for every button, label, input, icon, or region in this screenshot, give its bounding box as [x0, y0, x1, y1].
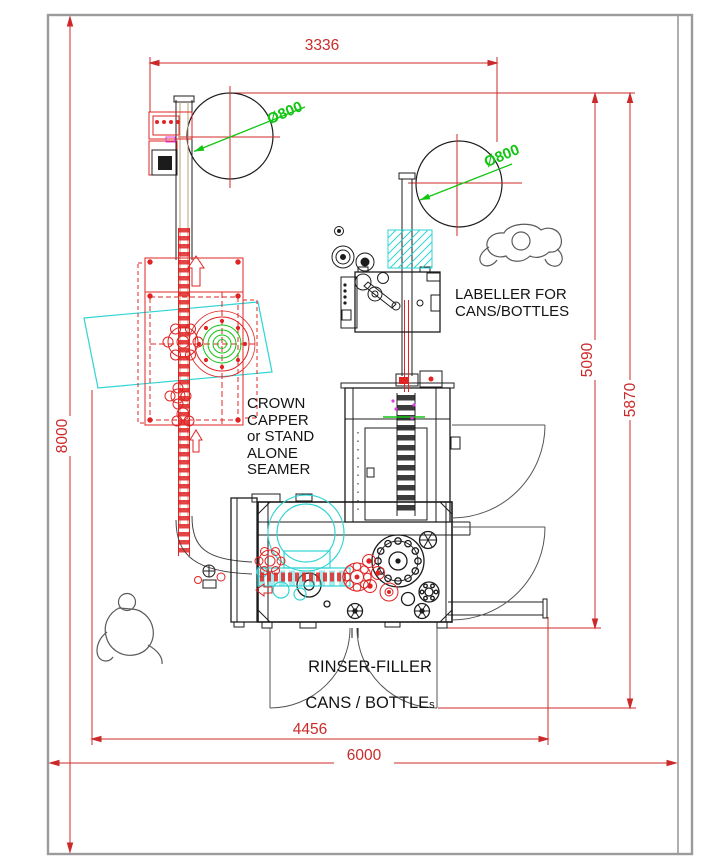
cap-feeder — [148, 111, 193, 176]
transfer-conveyor-curve — [175, 515, 253, 575]
dim-top-width-label: 3336 — [292, 38, 352, 54]
filler-red-wheels — [254, 376, 434, 602]
dim-bottom-inner-width-label: 4456 — [280, 722, 340, 738]
dim-left-height-label: 8000 — [54, 416, 71, 456]
dim-right-outer-height-label: 5870 — [622, 380, 639, 420]
crown-capper — [137, 255, 258, 453]
labeller-infeed-guard — [387, 229, 433, 269]
rinser-filler-label-suffix: s — [429, 699, 435, 711]
door-swing-arcs — [269, 424, 546, 709]
labeller-machine — [331, 172, 441, 392]
buffer-table-2 — [408, 134, 522, 236]
capper-platform — [83, 301, 273, 389]
operator-figure-top — [479, 223, 563, 267]
rinser-filler-label: RINSER-FILLER CANS / BOTTLEs — [288, 640, 452, 732]
dim-bottom-outer-width-label: 6000 — [334, 748, 394, 764]
rinser-filler-label-line1: RINSER-FILLER — [308, 658, 432, 676]
room-boundary — [46, 13, 694, 856]
rinser-filler-label-line2: CANS / BOTTLEs — [305, 694, 435, 712]
filler-cyan-guards — [256, 494, 351, 601]
crown-capper-label: CROWN CAPPER or STAND ALONE SEAMER — [247, 395, 315, 478]
buffer-table-1 — [178, 86, 306, 188]
transfer-valve — [194, 564, 226, 589]
dim-right-inner-height-label: 5090 — [579, 340, 596, 380]
operator-figure-bottom — [96, 592, 163, 665]
filler-detail-dots — [383, 399, 425, 420]
rinser-filler — [230, 370, 548, 638]
screw-conveyor-vertical — [178, 228, 190, 556]
labeller-label: LABELLER FOR CANS/BOTTLES — [455, 286, 570, 320]
